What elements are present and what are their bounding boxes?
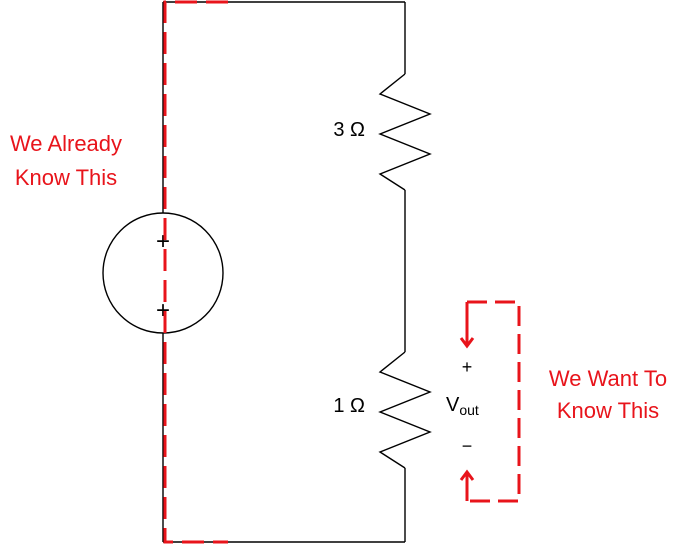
want-annotation-line2: Know This	[557, 398, 659, 423]
top-arrow-head	[459, 337, 475, 349]
resistor-1-ohm	[378, 351, 432, 469]
known-annotation-line1: We Already	[10, 131, 122, 156]
vout-plus: +	[462, 357, 473, 377]
vout-bracket-path	[467, 300, 521, 503]
vout-minus: −	[462, 436, 473, 456]
voltage-source	[102, 212, 224, 334]
known-voltage-highlight	[163, 0, 228, 544]
label-3-ohm: 3 Ω	[333, 119, 365, 141]
vout-main: V	[446, 394, 460, 416]
vout-subscript: out	[459, 402, 479, 418]
source-plus-bottom: +	[156, 297, 170, 324]
label-1-ohm: 1 Ω	[333, 395, 365, 417]
source-plus-top: +	[156, 228, 170, 255]
resistor-3-ohm	[378, 73, 432, 191]
vout-label: Vout	[446, 394, 479, 418]
vout-bracket-arrows	[459, 302, 475, 501]
vout-bracket	[467, 300, 521, 503]
known-highlight-path	[163, 0, 228, 544]
known-annotation-line2: Know This	[15, 165, 117, 190]
bottom-arrow-head	[459, 469, 475, 481]
want-annotation-line1: We Want To	[549, 366, 667, 391]
